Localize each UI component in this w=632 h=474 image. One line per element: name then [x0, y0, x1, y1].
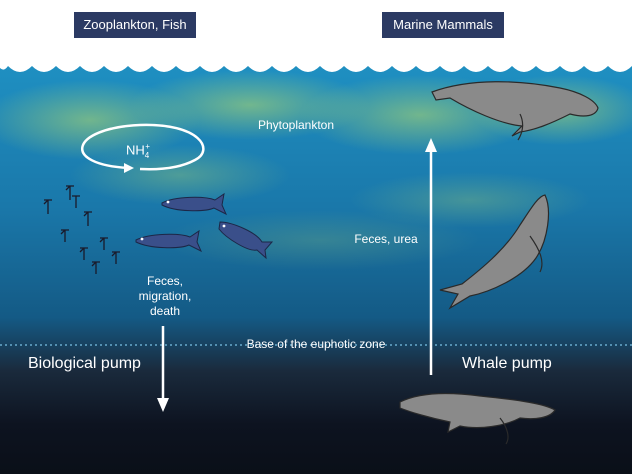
- nh4-label: NH4+: [126, 142, 166, 160]
- nh4-subscript: 4: [144, 150, 150, 160]
- whale-deep: [399, 392, 556, 445]
- fish-diagonal: [218, 221, 274, 260]
- euphotic-base-label: Base of the euphotic zone: [246, 337, 386, 351]
- zooplankton-cluster: [43, 185, 120, 274]
- marine-mammals-header: Marine Mammals: [382, 12, 504, 38]
- whale-pump-label: Whale pump: [462, 355, 552, 372]
- whale-diving: [439, 194, 550, 310]
- fish-top: [161, 192, 228, 216]
- nh4-cycle-arrow: [81, 123, 205, 173]
- death-line: death: [149, 304, 181, 318]
- nh4-text: NH: [126, 142, 145, 158]
- phytoplankton-label: Phytoplankton: [257, 118, 335, 132]
- biological-pump-label: Biological pump: [28, 355, 141, 372]
- fish-middle: [135, 229, 203, 253]
- whale-surface: [431, 81, 599, 141]
- nh4-superscript: +: [145, 142, 150, 151]
- feces-urea-label: Feces, urea: [354, 232, 418, 246]
- migration-line: migration,: [138, 289, 192, 303]
- zooplankton-fish-header: Zooplankton, Fish: [74, 12, 196, 38]
- feces-line: Feces,: [146, 274, 183, 288]
- feces-migration-death-label: Feces, migration, death: [130, 274, 200, 319]
